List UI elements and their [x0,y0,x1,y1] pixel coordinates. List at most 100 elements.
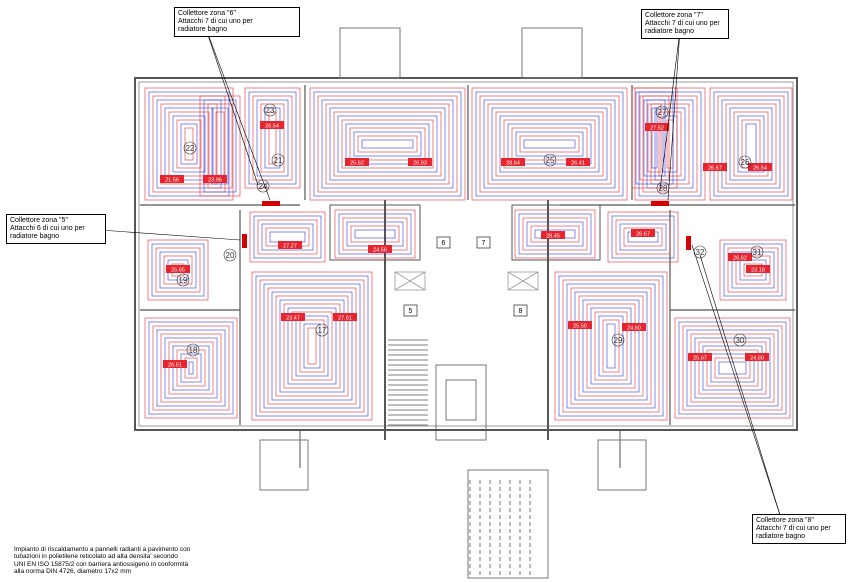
room-numbers: 22 21 25 26 23 27 24 28 20 32 19 31 17 29 18 30 [176,103,764,357]
heating-loop [607,211,679,263]
room-number: 26 [741,158,750,167]
collector-zona-7 [651,201,669,206]
heating-loop [249,211,326,263]
circuit-label-bg [166,265,190,273]
staircase [388,339,531,575]
circuit-label-bg [568,321,592,329]
room-number: 20 [226,251,235,260]
room-number-circle [543,153,557,167]
circuit-label-bg [748,163,772,171]
room-number-circle [738,155,752,169]
stair-number-5: 5 [409,308,413,315]
circuit-label-bg [566,158,590,166]
building-walls [134,77,798,468]
circuit-label: 28.64 [506,161,520,167]
circuit-label: 23.96 [208,178,222,184]
room-number-circle [656,181,670,195]
circuit-label-bg [728,253,752,261]
heating-loop [554,271,668,421]
callout-zona-8: Collettore zona "8" Attacchi 7 di cui un… [752,514,846,544]
circuit-label-bg [368,245,392,253]
circuit-label-bg [203,175,227,183]
room-number: 18 [189,346,198,355]
circuit-label: 25.65 [171,268,185,274]
room-number: 29 [614,336,623,345]
callout-zona-5: Collettore zona "5" Attacchi 6 di cui un… [6,214,106,244]
heating-loop [309,87,466,201]
room-number: 17 [318,326,327,335]
heating-loop [251,271,373,421]
circuit-label-bg [163,360,187,368]
room-number-circle [611,333,625,347]
heating-loops [144,87,793,421]
room-number-circle [186,343,200,357]
circuit-label: 28.45 [546,234,560,240]
circuit-label-bg [745,353,769,361]
circuit-label: 26.54 [265,124,279,130]
heating-loop [471,87,628,201]
room-number-circle [271,153,285,167]
heating-loop [631,87,678,189]
room-number-circle [176,273,190,287]
circuit-label: 27.27 [283,244,297,250]
circuit-label-bg [345,158,369,166]
circuit-label: 23.18 [751,268,765,274]
room-number: 30 [736,336,745,345]
circuit-label: 25.50 [573,324,587,330]
room-number-circle [183,141,197,155]
room-number-circle [256,179,270,193]
circuit-label-bg [703,163,727,171]
circuit-label-bg [688,353,712,361]
stair-number-6: 6 [442,240,446,247]
shafts [394,271,539,291]
circuit-label-bg [622,323,646,331]
footnote: Impianto di riscaldamento a pannelli rad… [14,546,191,576]
circuit-label-bg [645,123,669,131]
circuit-label: 25.62 [350,161,364,167]
circuit-label-bg [333,313,357,321]
callout-zona-6: Collettore zona "6" Attacchi 7 di cui un… [174,7,300,37]
heating-loop [144,317,238,419]
circuit-label: 26.62 [733,256,747,262]
room-number: 19 [179,276,188,285]
room-number: 23 [266,106,275,115]
balconies [259,27,647,579]
circuit-label-bg [631,229,655,237]
room-number-circle [315,323,329,337]
circuit-label: 25.67 [693,356,707,362]
circuit-label-bg [541,231,565,239]
heating-loop [634,87,706,201]
stair-number-8: 8 [519,308,523,315]
circuit-label: 24.60 [750,356,764,362]
callout-zona-7: Collettore zona "7" Attacchi 7 di cui un… [641,9,729,39]
circuit-label: 26.41 [571,161,585,167]
room-number: 28 [659,184,668,193]
room-number: 24 [259,182,268,191]
collector-zona-8 [686,236,691,250]
circuit-label: 26.67 [708,166,722,172]
circuit-label: 23.47 [286,316,300,322]
room-number: 31 [753,248,762,257]
collectors [242,201,691,250]
room-number: 32 [696,248,705,257]
room-number-circle [655,105,669,119]
circuit-label-bg [160,175,184,183]
circuit-label: 27.61 [338,316,352,322]
circuit-label-bg [260,121,284,129]
room-number: 22 [186,144,195,153]
circuit-label: 26.67 [636,232,650,238]
circuit-label: 27.52 [650,126,664,132]
room-number-circle [223,248,237,262]
circuit-label-bg [278,241,302,249]
circuit-label-bg [746,265,770,273]
heating-loop [199,95,241,197]
room-number: 25 [546,156,555,165]
collector-zona-5 [242,234,247,248]
heating-loop [709,87,793,201]
circuit-label-bg [281,313,305,321]
room-number: 27 [658,108,667,117]
room-number-circle [263,103,277,117]
room-number: 21 [274,156,283,165]
